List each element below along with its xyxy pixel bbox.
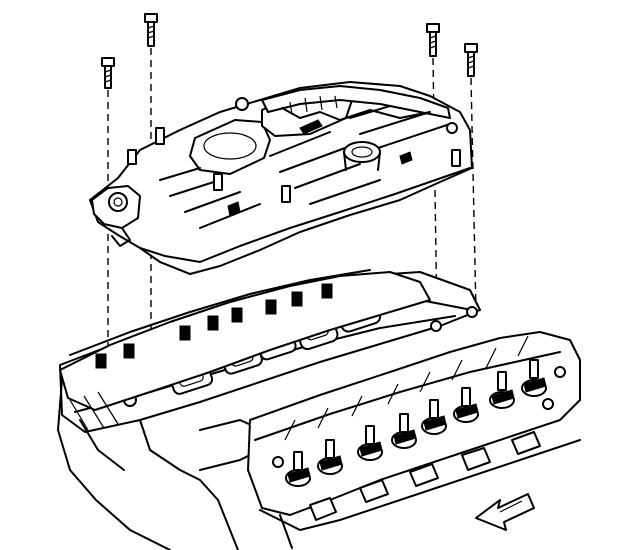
- valve-spring-2: [317, 439, 343, 475]
- left-cylinder-head: [57, 269, 431, 550]
- valve-spring-7: [489, 371, 515, 409]
- front-direction-arrow: [475, 493, 535, 531]
- bolt-3: [426, 23, 440, 57]
- valve-spring-8: [521, 359, 547, 397]
- valve-spring-6: [453, 387, 479, 423]
- bolt-2: [144, 13, 158, 47]
- valve-spring-1: [285, 451, 311, 487]
- valve-spring-5: [421, 399, 447, 435]
- valve-spring-4: [391, 413, 417, 449]
- bolt-1: [101, 57, 115, 89]
- intake-manifold: [89, 81, 473, 275]
- right-cylinder-head: [247, 331, 581, 549]
- bolt-4: [464, 43, 478, 77]
- valve-spring-3: [357, 425, 383, 461]
